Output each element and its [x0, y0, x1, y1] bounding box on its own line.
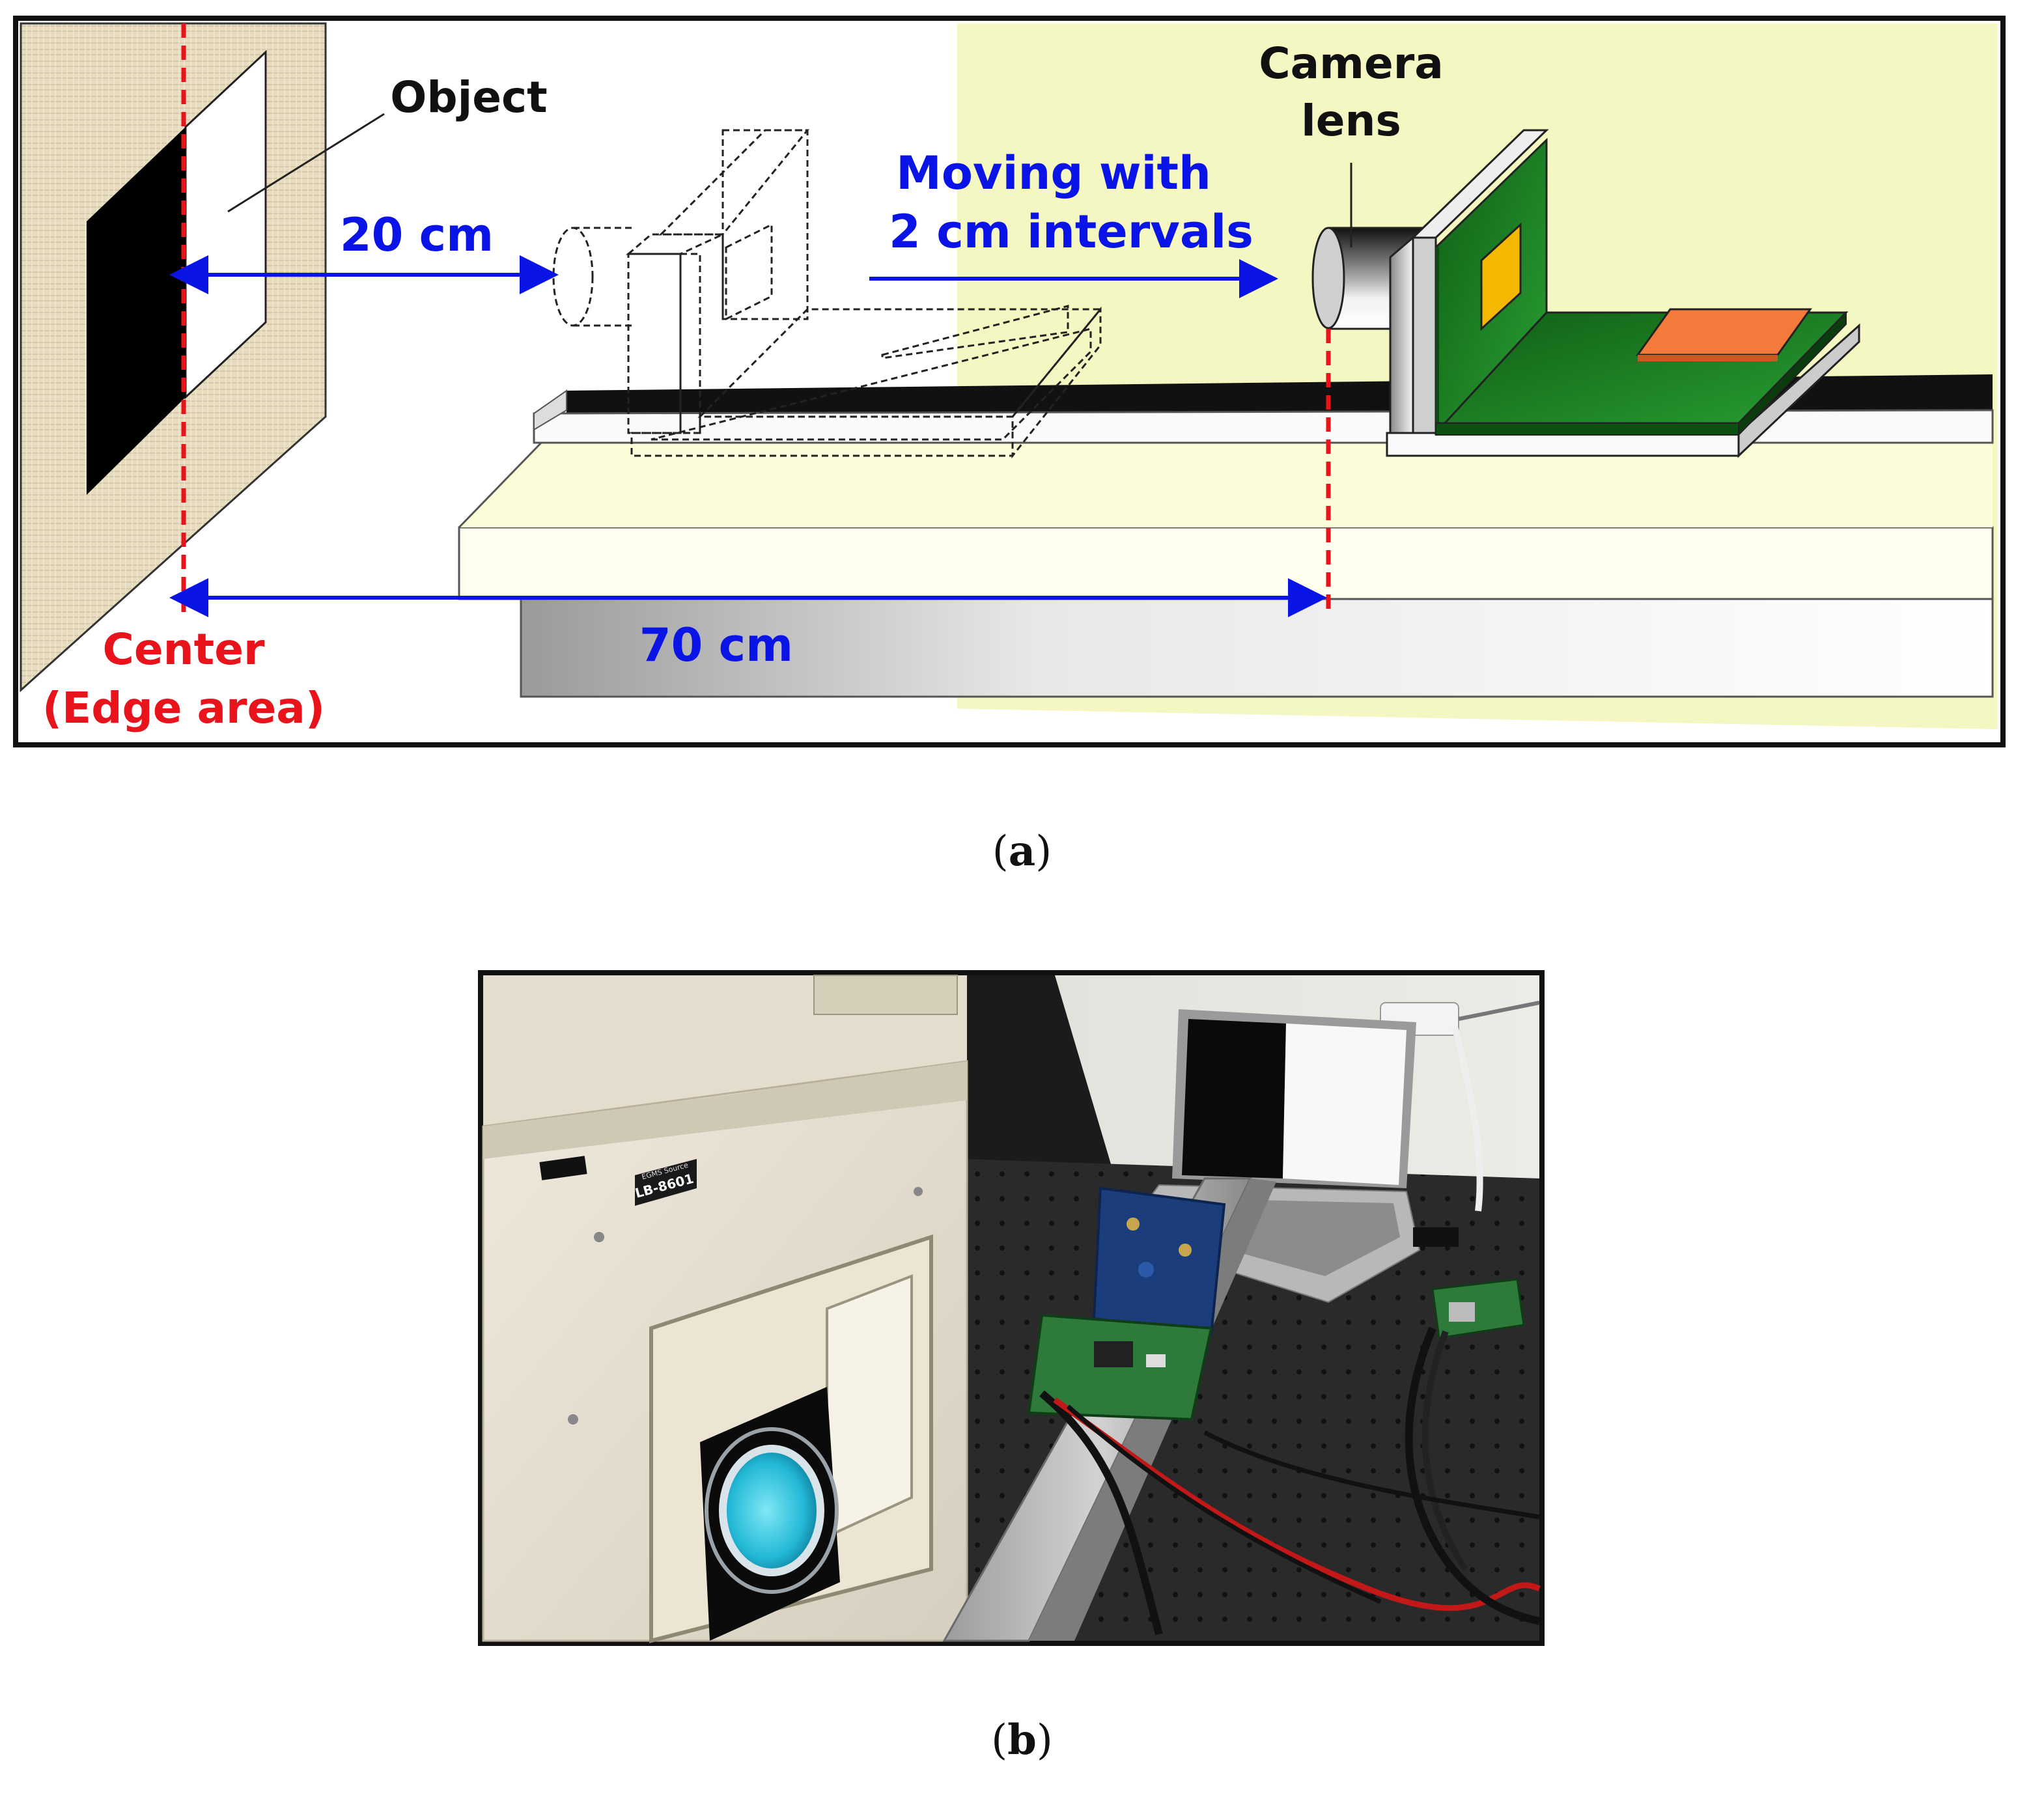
black-cable	[1042, 1393, 1159, 1634]
caption-a-close: )	[1035, 828, 1052, 876]
object-black-card	[87, 127, 186, 495]
laptop-screen-white	[1283, 1024, 1407, 1185]
caption-a-letter: a	[1008, 827, 1036, 876]
laptop	[1120, 1009, 1459, 1302]
caption-b-letter: b	[1007, 1716, 1037, 1764]
label-moving-line2: 2 cm intervals	[889, 205, 1253, 258]
optical-table-top	[458, 526, 1994, 600]
blue-sensor-board	[1094, 1188, 1224, 1335]
caption-b-open: (	[991, 1716, 1008, 1764]
red-cable	[1055, 1400, 1539, 1608]
label-camera: Camera	[1259, 38, 1444, 89]
object-leader-line	[227, 113, 385, 213]
caption-b: (b)	[0, 1716, 2044, 1764]
camera-base-plate	[1386, 432, 1740, 457]
setup-schematic-diagram: Object Camera lens Moving with 2 cm inte…	[13, 16, 2006, 747]
image-sensor-chip	[1480, 222, 1522, 331]
label-center: Center	[102, 624, 264, 675]
label-moving-line1: Moving with	[896, 146, 1211, 200]
laptop-screen-black	[1182, 1019, 1286, 1178]
optical-table-side	[520, 598, 1994, 698]
label-edge-area: (Edge area)	[42, 683, 325, 733]
caption-a-open: (	[992, 828, 1009, 876]
cyan-filter	[723, 1449, 820, 1572]
label-70cm: 70 cm	[639, 619, 793, 672]
label-20cm: 20 cm	[340, 208, 494, 262]
camera-mount-plate	[1389, 235, 1414, 434]
label-lens: lens	[1301, 96, 1401, 146]
caption-b-close: )	[1036, 1716, 1053, 1764]
light-source-machine: LB-8601 EGMS Source	[483, 975, 967, 1641]
caption-a: (a)	[0, 827, 2044, 876]
machine-sticker	[635, 1159, 697, 1206]
ghost-camera-assembly	[552, 129, 1103, 459]
label-object: Object	[390, 72, 547, 122]
side-wall	[326, 23, 957, 482]
panel-a-schematic: Object Camera lens Moving with 2 cm inte…	[0, 0, 2044, 768]
setup-photograph: LB-8601 EGMS Source	[478, 970, 1545, 1646]
panel-b-photo: LB-8601 EGMS Source	[0, 964, 2044, 1719]
small-board-right	[1433, 1279, 1524, 1338]
